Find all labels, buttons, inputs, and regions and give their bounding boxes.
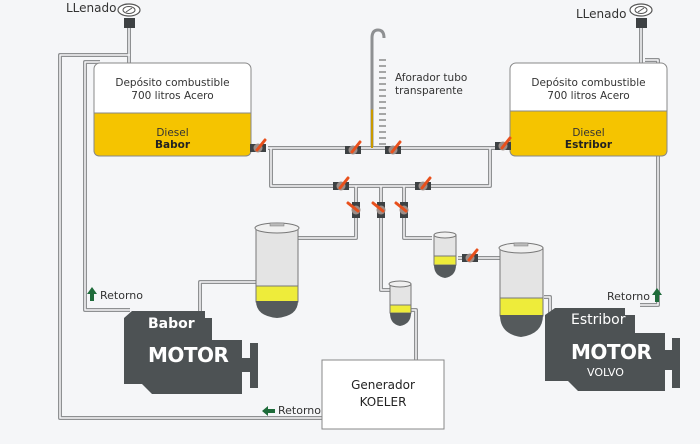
tank-estribor-line2: 700 litros Acero — [547, 90, 630, 102]
tank-estribor — [509, 62, 668, 157]
tank-babor-line1: Depósito combustible — [115, 77, 230, 89]
tank-estribor-line1: Depósito combustible — [531, 77, 646, 89]
tank-estribor-side: Estribor — [564, 139, 613, 151]
valve-icon[interactable] — [331, 176, 351, 192]
motor-estribor-label: MOTOR — [571, 340, 652, 364]
tank-babor-line2: 700 litros Acero — [131, 90, 214, 102]
motor-babor — [124, 311, 258, 394]
return-label-babor: Retorno — [100, 289, 143, 302]
tank-babor-side: Babor — [155, 139, 190, 151]
valve-icon[interactable] — [343, 140, 363, 156]
arrow-up-icon — [87, 287, 97, 301]
filter-babor — [254, 222, 300, 318]
valve-icon[interactable] — [413, 176, 433, 192]
motor-babor-label: MOTOR — [148, 343, 229, 367]
tank-babor-description: Depósito combustible 700 litros Acero — [94, 77, 251, 103]
motor-babor-side: Babor — [148, 316, 195, 332]
valve-icon[interactable] — [493, 136, 513, 152]
motor-estribor-side: Estribor — [571, 312, 626, 328]
filter-small-estribor — [433, 231, 457, 278]
motor-estribor-brand: VOLVO — [587, 366, 624, 379]
generator-line2: KOELER — [359, 395, 407, 409]
fill-cap-estribor-icon — [629, 3, 653, 28]
generator-box — [321, 359, 445, 430]
valve-icon[interactable] — [371, 200, 387, 220]
valve-icon[interactable] — [394, 200, 410, 220]
filter-estribor — [498, 242, 544, 337]
motor-estribor — [545, 308, 680, 391]
gauge-level — [371, 109, 373, 148]
valve-icon[interactable] — [383, 140, 403, 156]
gauge-label: Aforador tubo transparente — [395, 72, 467, 98]
tank-estribor-fuel: Diesel Estribor — [510, 127, 667, 151]
generator-line1: Generador — [351, 378, 415, 392]
arrow-left-icon — [262, 406, 275, 416]
gauge-label-line2: transparente — [395, 85, 463, 97]
tank-babor-fuel: Diesel Babor — [94, 127, 251, 151]
return-label-generador: Retorno — [278, 404, 321, 417]
gauge-label-line1: Aforador tubo — [395, 72, 468, 84]
valve-icon[interactable] — [460, 248, 480, 264]
filter-generador — [388, 280, 412, 326]
tank-babor-fuel-type: Diesel — [156, 127, 189, 139]
generator-label: Generador KOELER — [322, 377, 444, 411]
valve-icon[interactable] — [346, 200, 362, 220]
tank-estribor-fuel-type: Diesel — [572, 127, 605, 139]
valve-icon[interactable] — [248, 138, 268, 154]
tank-babor — [93, 62, 252, 157]
gauge-scale — [379, 59, 386, 145]
arrow-up-icon — [652, 288, 662, 302]
tank-estribor-description: Depósito combustible 700 litros Acero — [510, 77, 667, 103]
fill-cap-babor-icon — [117, 3, 141, 28]
fill-label-estribor: LLenado — [576, 7, 627, 21]
return-label-estribor: Retorno — [607, 290, 650, 303]
fill-label-babor: LLenado — [66, 1, 117, 15]
